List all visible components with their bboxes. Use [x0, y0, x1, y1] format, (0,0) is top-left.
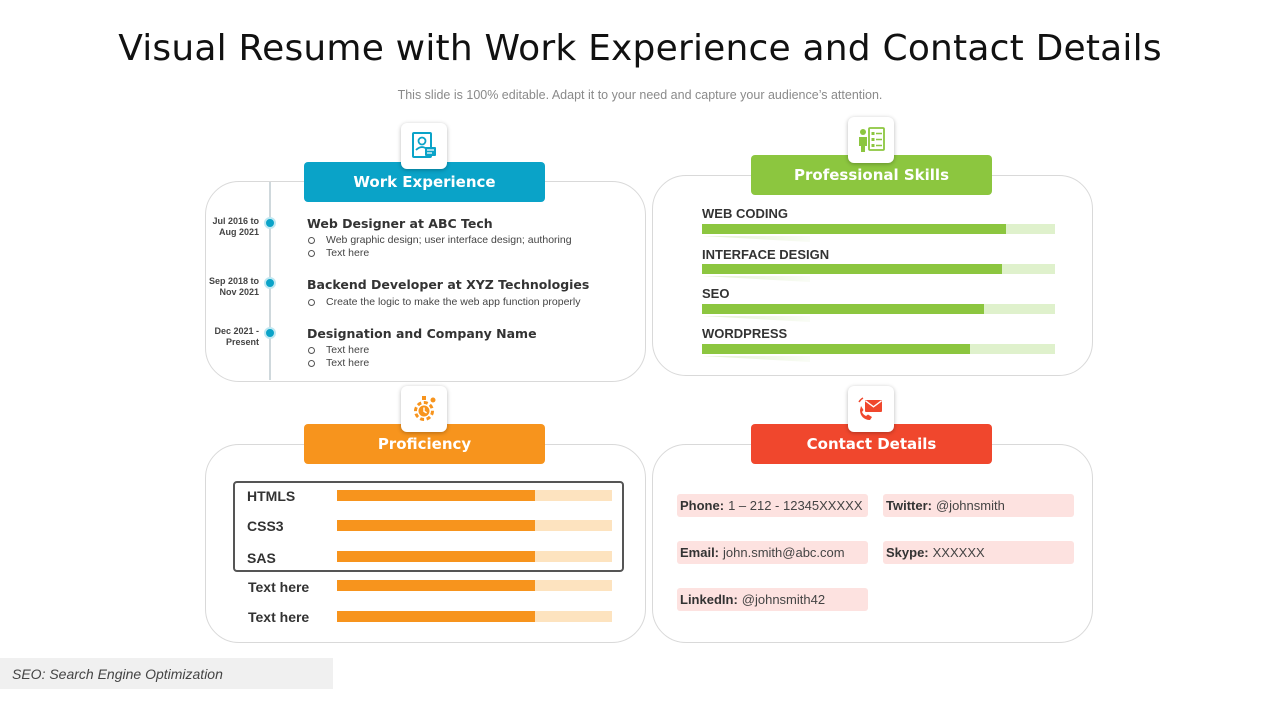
skill-label: WORDPRESS	[702, 326, 788, 341]
skill-bar-fill	[702, 264, 1003, 274]
twitter-field: Twitter:@johnsmith	[883, 494, 1074, 517]
skill-bar	[702, 224, 1055, 234]
proficiency-bar	[337, 551, 612, 562]
job-bullet: Web graphic design; user interface desig…	[306, 234, 572, 246]
page-title: Visual Resume with Work Experience and C…	[118, 28, 1162, 69]
skill-bar-fill	[702, 344, 971, 354]
timeline-dot	[264, 217, 276, 229]
skill-label: WEB CODING	[702, 206, 788, 221]
linkedin-field: LinkedIn:@johnsmith42	[677, 588, 868, 611]
job-title: Designation and Company Name	[307, 326, 537, 341]
proficiency-bar	[337, 611, 612, 622]
proficiency-label: Text here	[248, 579, 310, 595]
proficiency-bar-fill	[337, 580, 535, 591]
skill-bar-fill	[702, 304, 985, 314]
highlight-box	[233, 481, 624, 572]
resume-icon	[401, 123, 447, 169]
proficiency-label: SAS	[247, 550, 276, 566]
skill-bar-shadow	[702, 316, 810, 322]
work-experience-panel	[205, 181, 646, 382]
proficiency-bar-fill	[337, 551, 535, 562]
proficiency-bar-fill	[337, 490, 535, 501]
job-title: Web Designer at ABC Tech	[307, 216, 493, 231]
footnote: SEO: Search Engine Optimization	[0, 658, 333, 689]
page-subtitle: This slide is 100% editable. Adapt it to…	[397, 88, 883, 102]
timeline-dot	[264, 277, 276, 289]
phone-envelope-icon	[848, 386, 894, 432]
proficiency-bar	[337, 580, 612, 591]
proficiency-bar-fill	[337, 520, 535, 531]
job-bullet: Text here	[306, 344, 369, 356]
skill-bar	[702, 304, 1055, 314]
proficiency-bar	[337, 520, 612, 531]
job-bullet: Create the logic to make the web app fun…	[306, 296, 580, 308]
phone-field: Phone:1 – 212 - 12345XXXXX	[677, 494, 868, 517]
skill-label: INTERFACE DESIGN	[702, 247, 830, 262]
job-bullet: Text here	[306, 357, 369, 369]
skype-field: Skype:XXXXXX	[883, 541, 1074, 564]
skill-bar-shadow	[702, 276, 810, 282]
gear-clock-icon	[401, 386, 447, 432]
skill-label: SEO	[702, 286, 730, 301]
skill-bar	[702, 264, 1055, 274]
job-bullet: Text here	[306, 247, 369, 259]
presentation-checklist-icon	[848, 117, 894, 163]
proficiency-panel	[205, 444, 646, 643]
skill-bar-shadow	[702, 236, 810, 242]
proficiency-label: CSS3	[247, 518, 284, 534]
timeline-date: Dec 2021 -Present	[214, 326, 259, 347]
timeline-dot	[264, 327, 276, 339]
proficiency-bar-fill	[337, 611, 535, 622]
proficiency-label: HTMLS	[247, 488, 296, 504]
skill-bar	[702, 344, 1055, 354]
email-field: Email:john.smith@abc.com	[677, 541, 868, 564]
proficiency-label: Text here	[248, 609, 310, 625]
proficiency-bar	[337, 490, 612, 501]
skill-bar-fill	[702, 224, 1006, 234]
job-title: Backend Developer at XYZ Technologies	[307, 277, 590, 292]
skill-bar-shadow	[702, 356, 810, 362]
